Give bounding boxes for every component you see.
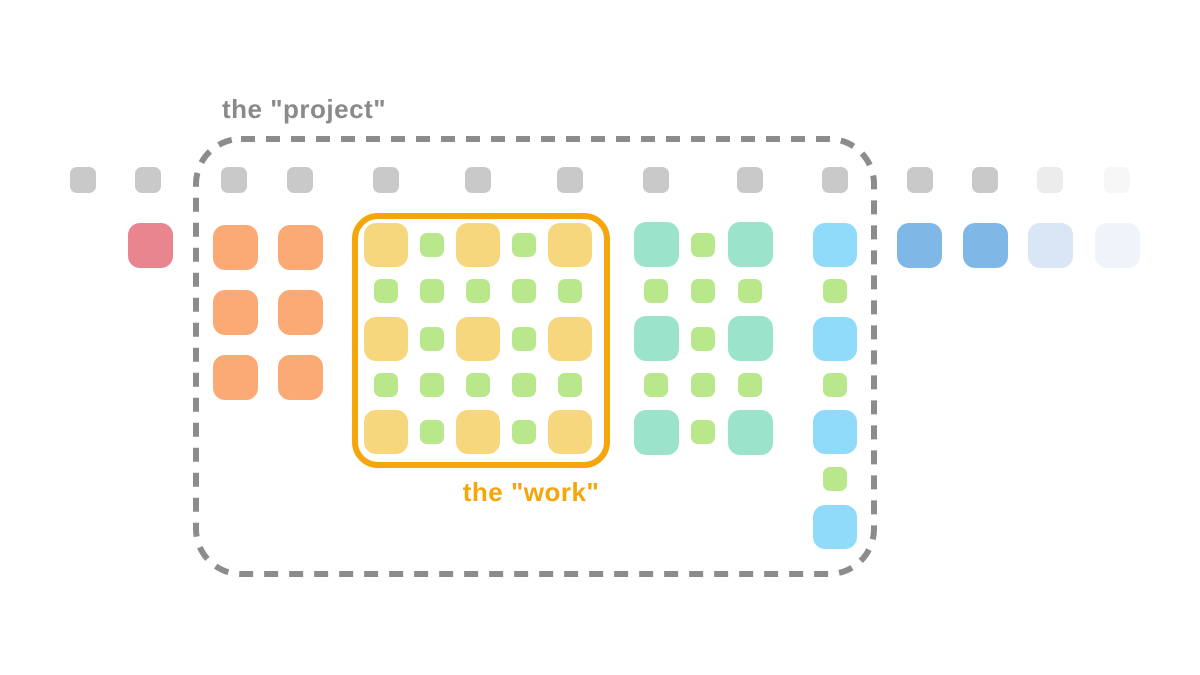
- square: [1028, 223, 1073, 268]
- square: [691, 373, 715, 397]
- square: [634, 316, 679, 361]
- square: [278, 225, 323, 270]
- square: [558, 279, 582, 303]
- square: [456, 317, 500, 361]
- square: [420, 279, 444, 303]
- square: [813, 410, 857, 454]
- square: [287, 167, 313, 193]
- square: [456, 223, 500, 267]
- square: [213, 355, 258, 400]
- square: [822, 167, 848, 193]
- square: [813, 505, 857, 549]
- square: [823, 373, 847, 397]
- square: [364, 317, 408, 361]
- square: [278, 355, 323, 400]
- square: [1095, 223, 1140, 268]
- square: [738, 373, 762, 397]
- square: [70, 167, 96, 193]
- square: [728, 316, 773, 361]
- square: [364, 410, 408, 454]
- square: [823, 279, 847, 303]
- square: [557, 167, 583, 193]
- square: [512, 233, 536, 257]
- square: [465, 167, 491, 193]
- square: [420, 373, 444, 397]
- square: [558, 373, 582, 397]
- square: [374, 279, 398, 303]
- square: [548, 223, 592, 267]
- square: [213, 290, 258, 335]
- square: [221, 167, 247, 193]
- square: [466, 373, 490, 397]
- square: [907, 167, 933, 193]
- square: [728, 222, 773, 267]
- square: [1104, 167, 1130, 193]
- square: [634, 222, 679, 267]
- square: [420, 420, 444, 444]
- square: [364, 223, 408, 267]
- square: [466, 279, 490, 303]
- square: [512, 420, 536, 444]
- square: [644, 373, 668, 397]
- square: [420, 327, 444, 351]
- square: [548, 317, 592, 361]
- square: [420, 233, 444, 257]
- square: [512, 279, 536, 303]
- square: [278, 290, 323, 335]
- square: [643, 167, 669, 193]
- square: [512, 373, 536, 397]
- project-label: the "project": [222, 94, 387, 124]
- square: [737, 167, 763, 193]
- square: [512, 327, 536, 351]
- square: [691, 279, 715, 303]
- square: [813, 223, 857, 267]
- square: [897, 223, 942, 268]
- square: [548, 410, 592, 454]
- square: [374, 373, 398, 397]
- square: [456, 410, 500, 454]
- square: [972, 167, 998, 193]
- square: [644, 279, 668, 303]
- square: [823, 467, 847, 491]
- square: [728, 410, 773, 455]
- work-label: the "work": [462, 477, 600, 507]
- work-boundary: [352, 213, 610, 468]
- square: [135, 167, 161, 193]
- square: [373, 167, 399, 193]
- square: [691, 327, 715, 351]
- square: [738, 279, 762, 303]
- square: [813, 317, 857, 361]
- square: [963, 223, 1008, 268]
- square: [691, 233, 715, 257]
- square: [1037, 167, 1063, 193]
- square: [213, 225, 258, 270]
- square: [691, 420, 715, 444]
- square: [128, 223, 173, 268]
- square: [634, 410, 679, 455]
